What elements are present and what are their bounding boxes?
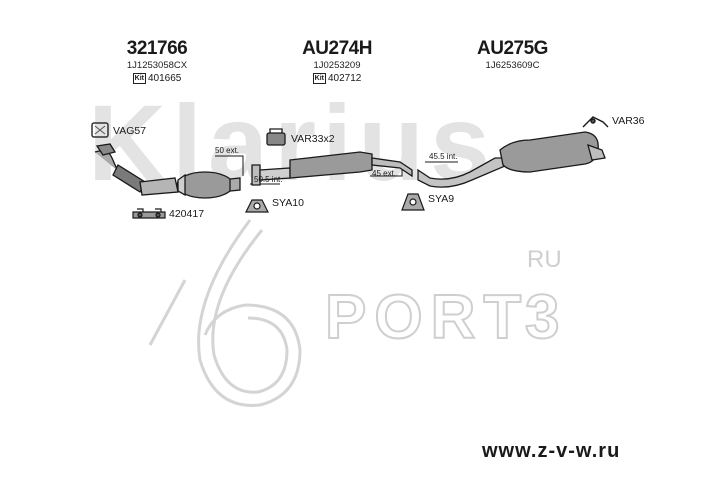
part-number: AU275G bbox=[477, 38, 548, 59]
logo-six-watermark bbox=[148, 219, 302, 407]
label-vag57: VAG57 bbox=[113, 125, 147, 137]
ru-watermark: RU bbox=[527, 246, 562, 273]
kit-number: 401665 bbox=[147, 73, 182, 84]
vag57-gasket-icon bbox=[91, 122, 109, 138]
dim-50-5-int: 50.5 int. bbox=[254, 175, 283, 184]
label-var36: VAR36 bbox=[612, 115, 645, 127]
var36-bracket-icon bbox=[582, 116, 609, 128]
dim-45-5-int: 45.5 int. bbox=[429, 152, 458, 161]
kit-number-row: Kit 401665 bbox=[112, 73, 202, 84]
kit-number-row: Kit 402712 bbox=[292, 73, 382, 84]
clamp-420417-icon bbox=[132, 208, 166, 219]
group-321766: 321766 1J1253058CX Kit 401665 bbox=[112, 38, 202, 84]
group-au275g: AU275G 1J6253609C bbox=[465, 38, 560, 71]
part-number: AU274H bbox=[302, 38, 372, 59]
label-420417: 420417 bbox=[169, 208, 205, 220]
kit-number: 402712 bbox=[327, 73, 362, 84]
catalytic-converter-part bbox=[94, 143, 241, 199]
port-watermark: PORT bbox=[325, 283, 529, 352]
sya9-mount-icon bbox=[401, 193, 425, 211]
port-three-watermark: 3 bbox=[525, 283, 559, 352]
var33-clamp-icon bbox=[266, 128, 286, 146]
oem-number: 1J0253209 bbox=[313, 60, 361, 71]
kit-badge: Kit bbox=[132, 73, 146, 84]
oem-number: 1J6253609C bbox=[485, 60, 540, 71]
label-sya10: SYA10 bbox=[272, 197, 304, 209]
website-url[interactable]: www.z-v-w.ru bbox=[482, 440, 621, 462]
dim-45-ext: 45 ext. bbox=[372, 169, 397, 178]
label-sya9: SYA9 bbox=[428, 193, 455, 205]
rear-silencer-part bbox=[417, 131, 606, 188]
oem-number: 1J1253058CX bbox=[126, 60, 188, 71]
label-var33: VAR33x2 bbox=[291, 133, 335, 145]
dim-50-ext: 50 ext. bbox=[215, 146, 240, 155]
part-number: 321766 bbox=[126, 38, 188, 59]
middle-silencer-part bbox=[251, 151, 413, 186]
kit-badge: Kit bbox=[312, 73, 326, 84]
sya10-mount-icon bbox=[245, 199, 269, 213]
group-au274h: AU274H 1J0253209 Kit 402712 bbox=[292, 38, 382, 84]
